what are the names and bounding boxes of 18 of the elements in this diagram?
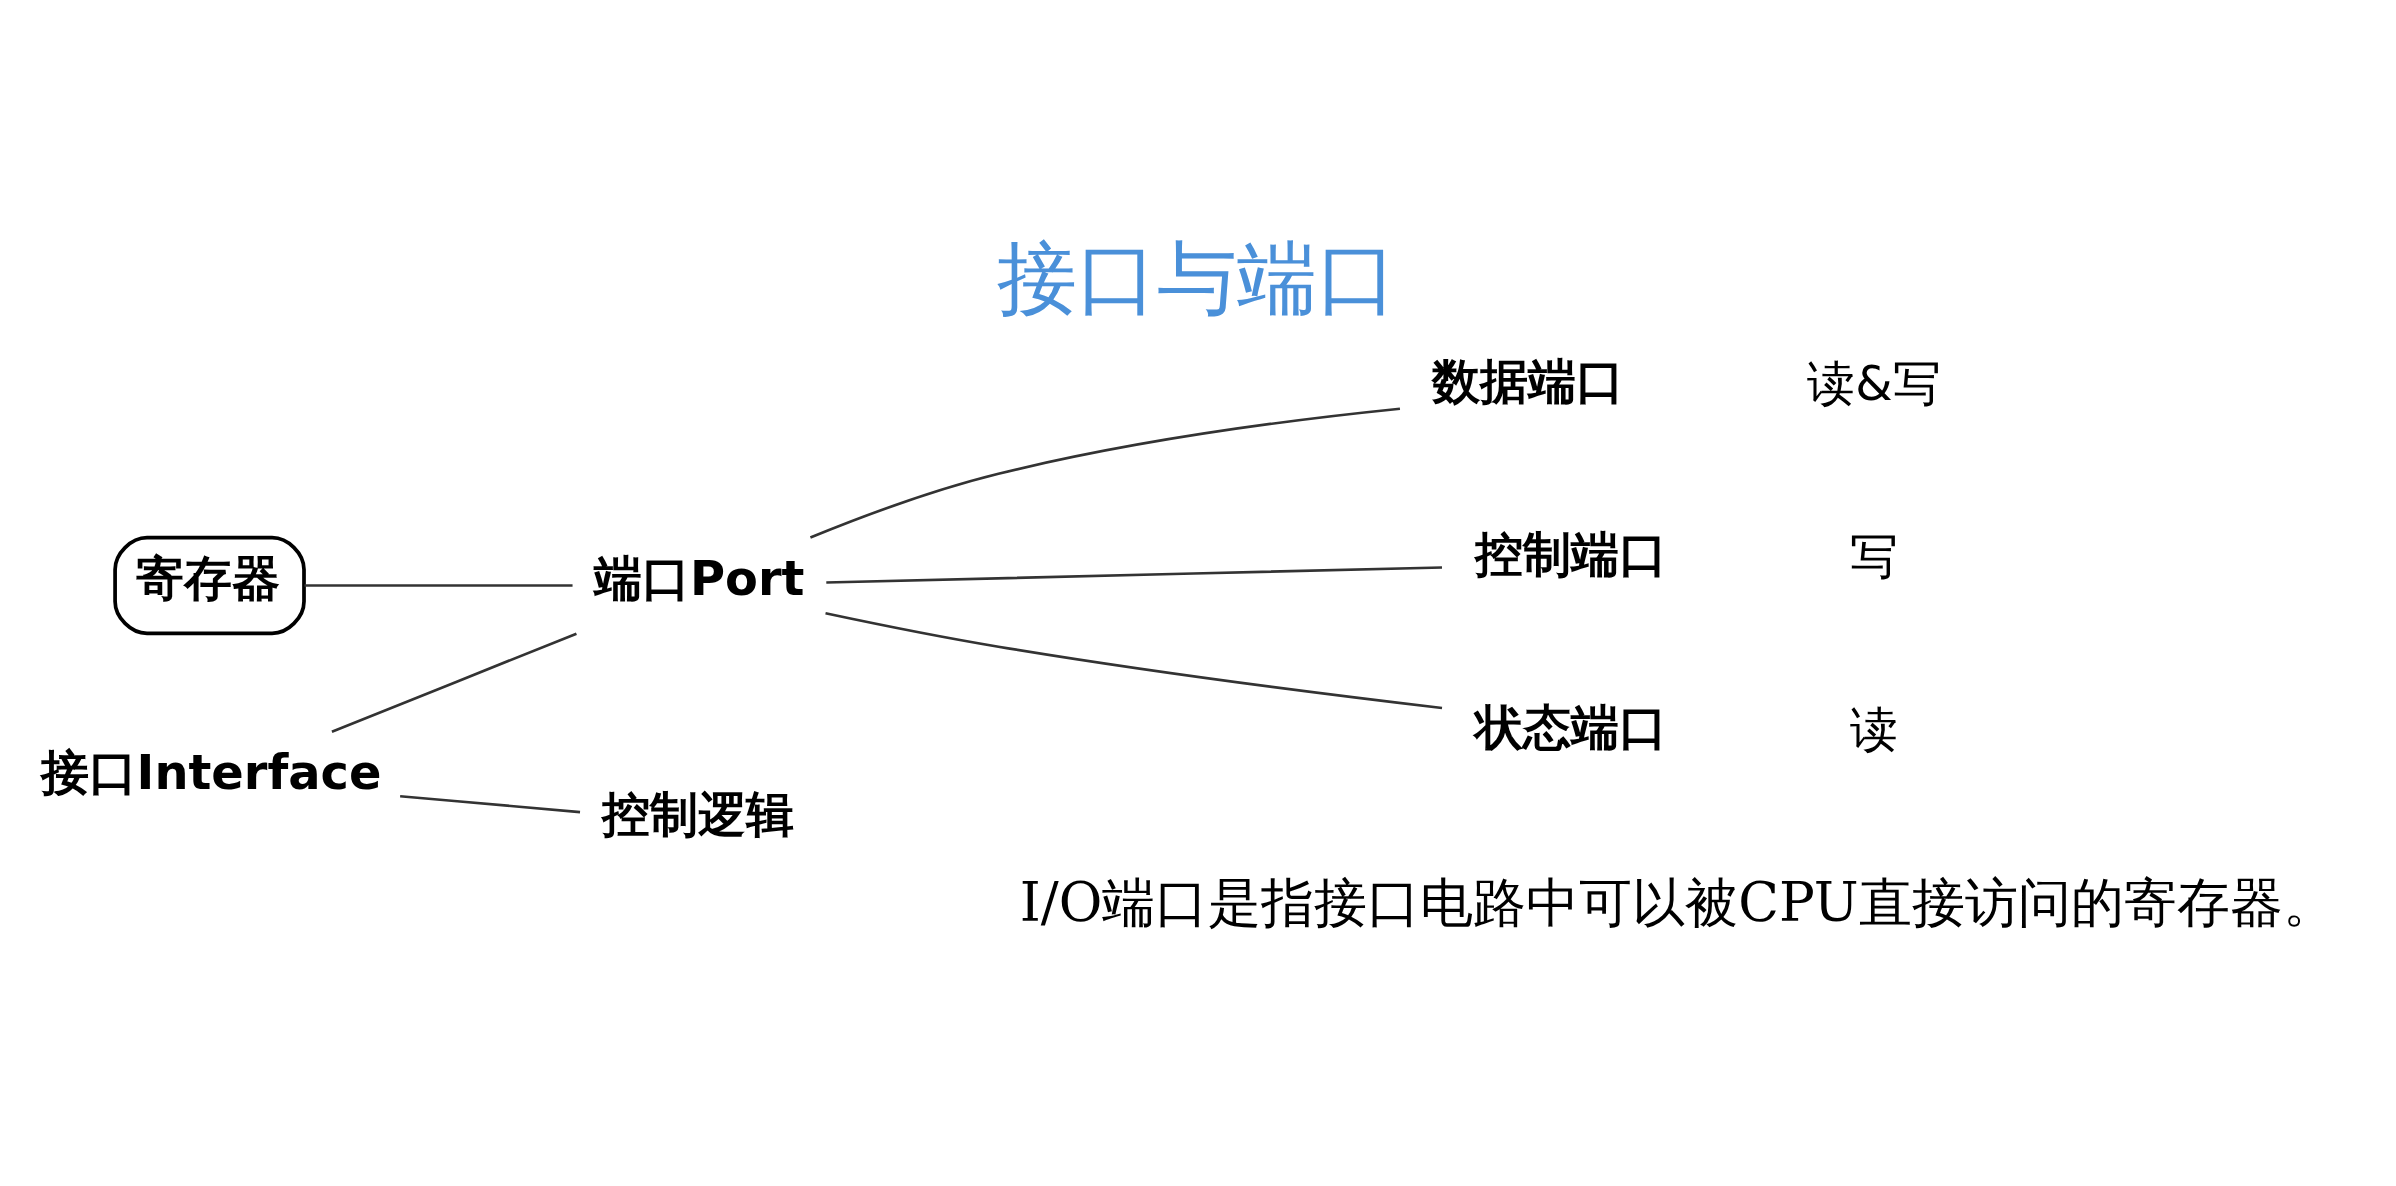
node-text: 控制端口	[1474, 526, 1667, 582]
connector	[400, 794, 581, 813]
connector	[826, 565, 1443, 584]
diagram-title: 接口与端口	[997, 231, 1398, 325]
node-label: 读	[1849, 701, 1898, 757]
connector	[825, 611, 1443, 709]
node-text: 状态端口	[1474, 699, 1667, 755]
connector	[304, 583, 573, 587]
node-text: 端口Port	[594, 550, 805, 606]
connector	[809, 406, 1401, 539]
node-text: 数据端口	[1432, 353, 1625, 409]
node-label: 写	[1849, 528, 1898, 584]
connector	[331, 631, 577, 733]
caption: I/O端口是指接口电路中可以被CPU直接访问的寄存器。	[1019, 871, 2336, 934]
node-text: 接口Interface	[40, 744, 382, 800]
node-label: 读&写	[1807, 355, 1941, 411]
node-box: 寄存器	[113, 535, 306, 635]
node-text: 控制逻辑	[602, 786, 794, 842]
